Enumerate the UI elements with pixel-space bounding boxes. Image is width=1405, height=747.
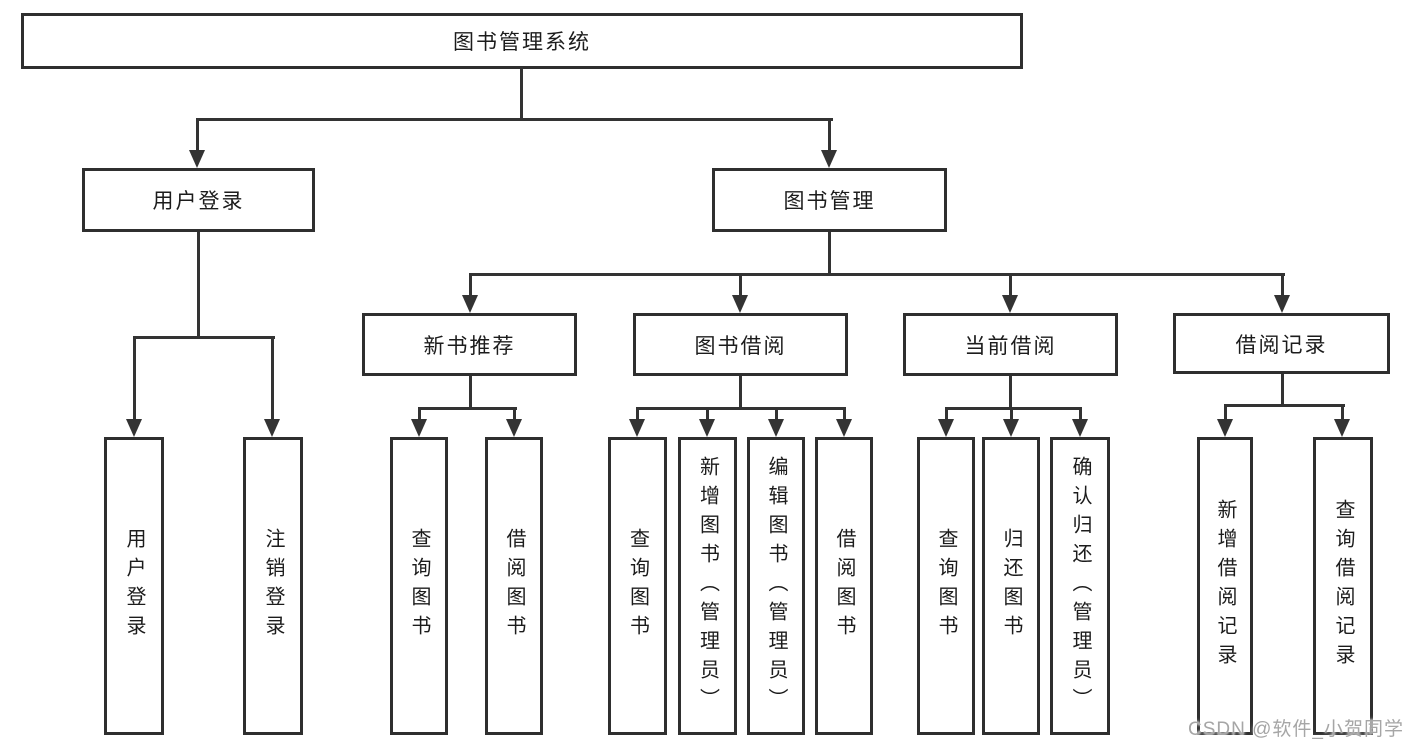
connector-line: [1224, 404, 1227, 422]
connector-arrow: [938, 419, 954, 437]
connector-arrow: [264, 419, 280, 437]
connector-line: [133, 336, 275, 339]
leaf-recommend-query-books: 查询图书: [390, 437, 448, 735]
connector-line: [706, 407, 709, 423]
node-book-borrowing: 图书借阅: [633, 313, 848, 376]
connector-line: [828, 118, 831, 152]
connector-line: [1281, 273, 1284, 299]
connector-arrow: [1072, 419, 1088, 437]
connector-line: [636, 407, 639, 423]
leaf-records-query-record: 查询借阅记录: [1313, 437, 1373, 735]
connector-arrow: [836, 419, 852, 437]
node-user-login-label: 用户登录: [152, 190, 245, 213]
connector-line: [271, 336, 274, 422]
connector-line: [513, 407, 516, 423]
leaf-recommend-borrow-books-label: 借阅图书: [503, 528, 525, 644]
connector-line: [469, 273, 1285, 276]
leaf-records-add-record: 新增借阅记录: [1197, 437, 1253, 735]
connector-arrow: [1003, 419, 1019, 437]
connector-arrow: [768, 419, 784, 437]
leaf-recommend-query-books-label: 查询图书: [408, 528, 430, 644]
connector-line: [1224, 404, 1345, 407]
leaf-user-login: 用户登录: [104, 437, 164, 735]
leaf-borrowing-edit-books-admin: 编辑图书（管理员）: [747, 437, 805, 735]
node-user-login: 用户登录: [82, 168, 315, 232]
connector-line: [775, 407, 778, 423]
connector-line: [469, 376, 472, 410]
connector-line: [133, 336, 136, 422]
leaf-current-return-books: 归还图书: [982, 437, 1040, 735]
connector-line: [418, 407, 517, 410]
leaf-borrowing-borrow-books: 借阅图书: [815, 437, 873, 735]
connector-arrow: [1217, 419, 1233, 437]
connector-line: [945, 407, 948, 423]
leaf-borrowing-add-books-admin-label: 新增图书（管理员）: [696, 455, 719, 717]
connector-line: [636, 407, 846, 410]
leaf-borrowing-add-books-admin: 新增图书（管理员）: [678, 437, 737, 735]
connector-arrow: [629, 419, 645, 437]
leaf-user-login-label: 用户登录: [123, 528, 145, 644]
leaf-current-query-books: 查询图书: [917, 437, 975, 735]
connector-line: [739, 273, 742, 299]
connector-arrow: [732, 295, 748, 313]
node-book-management: 图书管理: [712, 168, 947, 232]
node-root: 图书管理系统: [21, 13, 1023, 69]
leaf-borrowing-borrow-books-label: 借阅图书: [833, 528, 855, 644]
node-new-book-recommend: 新书推荐: [362, 313, 577, 376]
connector-line: [828, 232, 831, 276]
connector-arrow: [1002, 295, 1018, 313]
leaf-current-return-books-label: 归还图书: [1000, 528, 1022, 644]
connector-line: [1281, 374, 1284, 407]
connector-line: [196, 118, 199, 152]
leaf-current-query-books-label: 查询图书: [935, 528, 957, 644]
connector-arrow: [1334, 419, 1350, 437]
connector-arrow: [1274, 295, 1290, 313]
connector-line: [843, 407, 846, 423]
leaf-records-query-record-label: 查询借阅记录: [1332, 499, 1354, 673]
connector-arrow: [126, 419, 142, 437]
connector-line: [739, 376, 742, 410]
node-book-borrowing-label: 图书借阅: [694, 334, 787, 358]
leaf-borrowing-edit-books-admin-label: 编辑图书（管理员）: [765, 455, 787, 717]
leaf-borrowing-query-books: 查询图书: [608, 437, 667, 735]
connector-line: [469, 273, 472, 299]
node-new-book-recommend-label: 新书推荐: [423, 334, 516, 358]
connector-arrow: [411, 419, 427, 437]
node-book-management-label: 图书管理: [783, 190, 876, 213]
node-current-borrowing: 当前借阅: [903, 313, 1118, 376]
node-borrowing-records: 借阅记录: [1173, 313, 1390, 374]
connector-arrow: [699, 419, 715, 437]
leaf-current-confirm-return-admin-label: 确认归还（管理员）: [1069, 455, 1091, 717]
connector-line: [1341, 404, 1344, 422]
connector-arrow: [189, 150, 205, 168]
leaf-borrowing-query-books-label: 查询图书: [626, 528, 649, 644]
leaf-records-add-record-label: 新增借阅记录: [1214, 499, 1236, 673]
node-borrowing-records-label: 借阅记录: [1235, 333, 1328, 357]
connector-line: [945, 407, 1082, 410]
leaf-logout-label: 注销登录: [262, 528, 284, 644]
leaf-logout: 注销登录: [243, 437, 303, 735]
connector-arrow: [821, 150, 837, 168]
connector-arrow: [506, 419, 522, 437]
connector-line: [1009, 376, 1012, 410]
connector-line: [197, 232, 200, 339]
connector-line: [1009, 273, 1012, 299]
connector-line: [1010, 407, 1013, 423]
node-current-borrowing-label: 当前借阅: [964, 334, 1057, 358]
leaf-current-confirm-return-admin: 确认归还（管理员）: [1050, 437, 1110, 735]
leaf-recommend-borrow-books: 借阅图书: [485, 437, 543, 735]
node-root-label: 图书管理系统: [453, 31, 591, 54]
connector-line: [418, 407, 421, 423]
connector-arrow: [462, 295, 478, 313]
connector-line: [1079, 407, 1082, 423]
csdn-watermark: CSDN @软件_小贺同学: [1188, 719, 1404, 740]
connector-line: [520, 67, 523, 120]
connector-line: [196, 118, 833, 121]
